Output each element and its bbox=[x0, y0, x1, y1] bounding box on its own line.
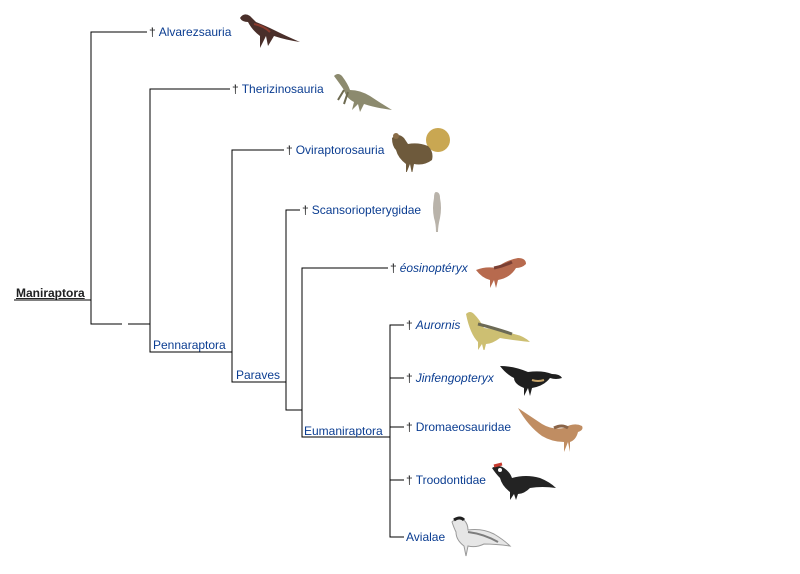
alvarezsaur-illustration bbox=[240, 14, 300, 48]
jinfengopteryx-illustration bbox=[500, 366, 562, 396]
extinct-dagger: † bbox=[406, 473, 413, 487]
taxon-avialae: Avialae bbox=[406, 530, 445, 544]
extinct-dagger: † bbox=[406, 420, 413, 434]
taxon-dromaeosauridae: †Dromaeosauridae bbox=[406, 420, 511, 434]
taxon-alvarezsauria: †Alvarezsauria bbox=[149, 25, 231, 39]
taxon-troodontidae: †Troodontidae bbox=[406, 473, 486, 487]
taxon-link[interactable]: Troodontidae bbox=[415, 473, 486, 487]
taxon-link[interactable]: Aurornis bbox=[415, 318, 461, 332]
taxon-aurornis: †Aurornis bbox=[406, 318, 460, 332]
oviraptorosaur-illustration bbox=[392, 128, 450, 172]
taxon-link[interactable]: Avialae bbox=[406, 530, 446, 544]
eosinopteryx-illustration bbox=[476, 258, 526, 288]
troodontid-illustration bbox=[492, 462, 556, 500]
extinct-dagger: † bbox=[302, 203, 309, 217]
extinct-dagger: † bbox=[406, 318, 413, 332]
taxon-oviraptorosauria: †Oviraptorosauria bbox=[286, 143, 384, 157]
root-clade-label[interactable]: Maniraptora bbox=[16, 286, 85, 300]
taxon-link[interactable]: Therizinosauria bbox=[241, 82, 324, 96]
clade-label-pennaraptora[interactable]: Pennaraptora bbox=[153, 338, 226, 352]
scansoriopterygid-illustration bbox=[433, 192, 441, 232]
clade-label-eumaniraptora[interactable]: Eumaniraptora bbox=[304, 424, 383, 438]
therizinosaur-illustration bbox=[334, 74, 392, 112]
taxon-jinfengopteryx: †Jinfengopteryx bbox=[406, 371, 494, 385]
taxon-link[interactable]: Dromaeosauridae bbox=[415, 420, 512, 434]
extinct-dagger: † bbox=[232, 82, 239, 96]
dromaeosaur-illustration bbox=[518, 408, 583, 452]
taxon-eosinopteryx: †éosinoptéryx bbox=[390, 261, 468, 275]
taxon-therizinosauria: †Therizinosauria bbox=[232, 82, 324, 96]
taxon-link[interactable]: Oviraptorosauria bbox=[295, 143, 385, 157]
aurornis-illustration bbox=[466, 312, 530, 350]
taxon-link[interactable]: Scansoriopterygidae bbox=[311, 203, 422, 217]
avialae-illustration bbox=[451, 516, 512, 557]
extinct-dagger: † bbox=[406, 371, 413, 385]
clade-label-paraves[interactable]: Paraves bbox=[236, 368, 281, 382]
extinct-dagger: † bbox=[390, 261, 397, 275]
taxon-link[interactable]: éosinoptéryx bbox=[399, 261, 468, 275]
extinct-dagger: † bbox=[286, 143, 293, 157]
taxon-link[interactable]: Jinfengopteryx bbox=[415, 371, 494, 385]
taxon-link[interactable]: Alvarezsauria bbox=[158, 25, 232, 39]
taxon-scansoriopterygidae: †Scansoriopterygidae bbox=[302, 203, 421, 217]
extinct-dagger: † bbox=[149, 25, 156, 39]
